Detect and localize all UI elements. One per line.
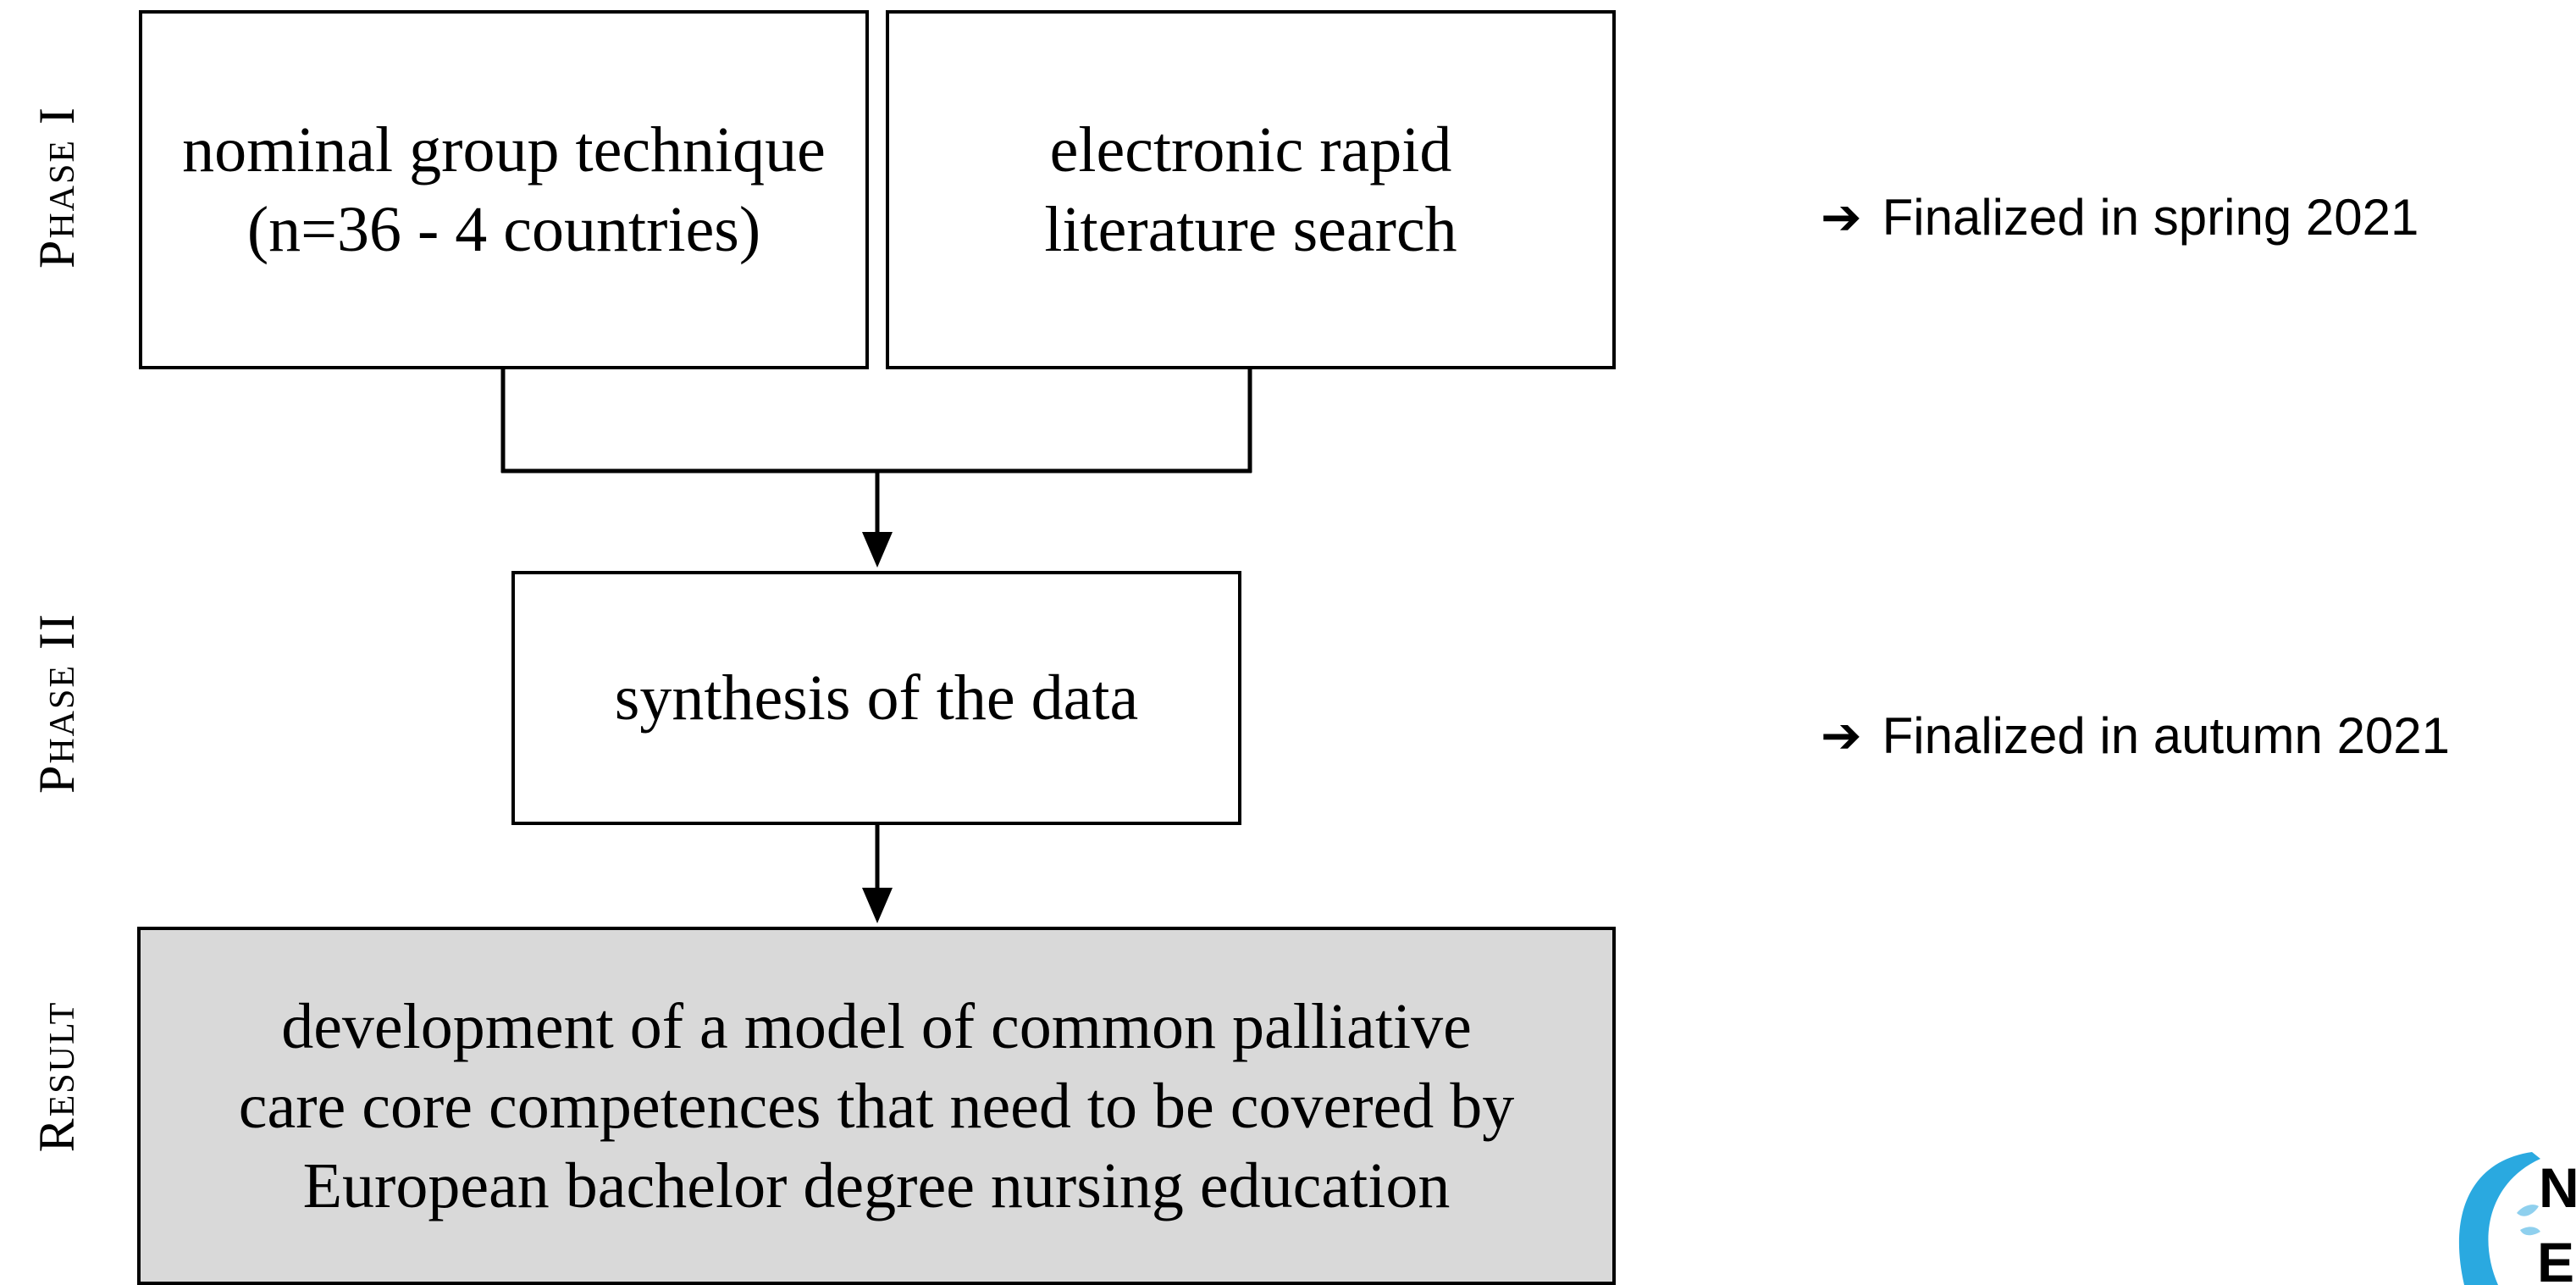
result-box: development of a model of common palliat… <box>137 927 1616 1285</box>
box-text-line: electronic rapid <box>1049 114 1452 186</box>
phase-2-status-text: Finalized in autumn 2021 <box>1882 706 2451 764</box>
phase-1-status-text: Finalized in spring 2021 <box>1882 188 2419 246</box>
nominal-group-technique-box: nominal group technique (n=36 - 4 countr… <box>139 10 869 369</box>
logo-text-n: N <box>2539 1156 2576 1219</box>
arrowhead-to-result <box>862 888 893 923</box>
box-text-line: literature search <box>1044 194 1457 265</box>
box-text-line: European bachelor degree nursing educati… <box>302 1149 1451 1221</box>
phase-2-label: Phase II <box>29 612 85 795</box>
synthesis-box: synthesis of the data <box>511 571 1241 825</box>
box-text-line: nominal group technique <box>182 114 826 186</box>
literature-search-box: electronic rapid literature search <box>886 10 1616 369</box>
phase-1-label: Phase I <box>29 105 85 269</box>
right-arrow-icon: ➔ <box>1821 190 1862 245</box>
phase-2-status-note: ➔ Finalized in autumn 2021 <box>1821 701 2450 769</box>
box-text-line: synthesis of the data <box>614 662 1139 734</box>
arrowhead-to-synthesis <box>862 532 893 568</box>
logo-arc-icon <box>2458 1152 2540 1285</box>
result-label: Result <box>29 1000 85 1153</box>
box-text-line: development of a model of common palliat… <box>281 990 1472 1062</box>
box-text-line: (n=36 - 4 countries) <box>246 194 761 265</box>
organization-logo: N E <box>2439 1152 2576 1285</box>
phase-1-status-note: ➔ Finalized in spring 2021 <box>1821 183 2418 251</box>
logo-text-e: E <box>2537 1231 2575 1285</box>
right-arrow-icon: ➔ <box>1821 708 1862 763</box>
box-text-line: care core competences that need to be co… <box>238 1070 1515 1142</box>
